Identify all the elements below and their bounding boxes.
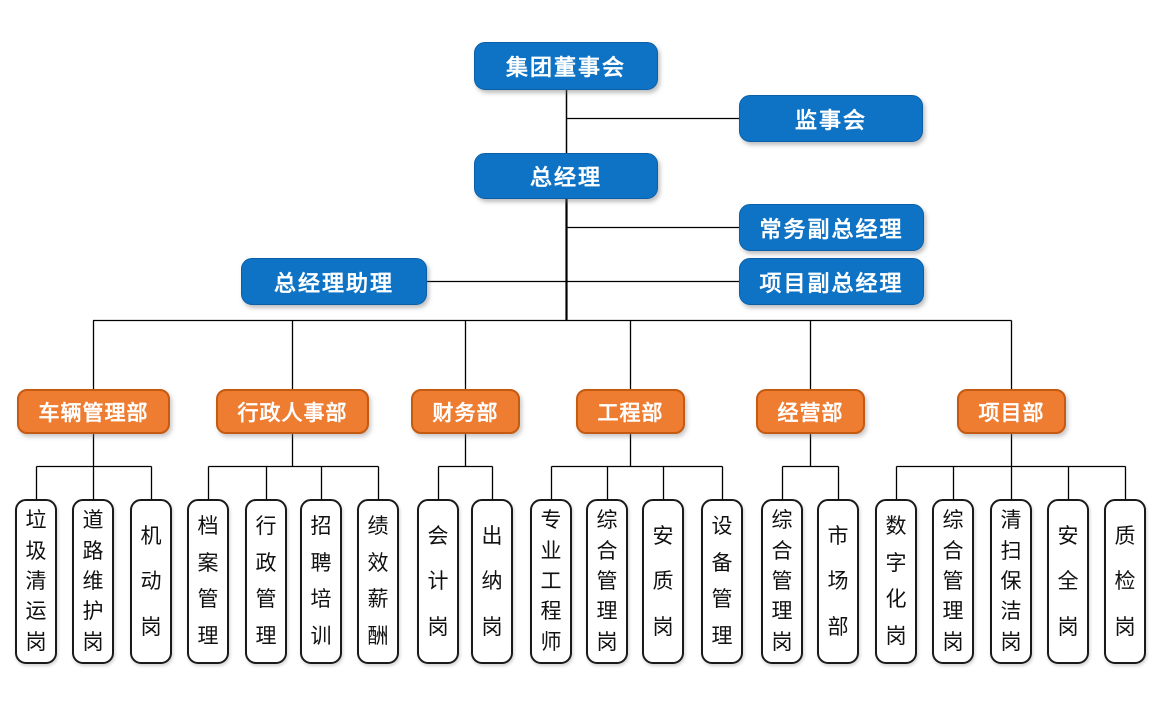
- position-label: 绩效薪酬: [367, 515, 389, 648]
- node-supervisory-board-label: 监事会: [794, 107, 867, 133]
- position-label: 道路维护岗: [82, 509, 104, 654]
- dept-label: 车辆管理部: [38, 401, 149, 425]
- position-node: 质检岗: [1104, 499, 1146, 664]
- position-label: 数字化岗: [885, 515, 907, 648]
- position-label: 综合管理岗: [942, 509, 964, 654]
- position-node: 会计岗: [417, 499, 459, 664]
- position-node: 绩效薪酬: [357, 499, 399, 664]
- position-label: 安全岗: [1057, 524, 1079, 639]
- dept-label: 经营部: [777, 401, 844, 425]
- position-label: 档案管理: [197, 515, 219, 648]
- dept-node-vehicle-management: 车辆管理部: [17, 389, 170, 434]
- position-node: 垃圾清运岗: [15, 499, 57, 664]
- position-label: 综合管理岗: [596, 509, 618, 654]
- position-label: 设备管理: [711, 515, 733, 648]
- position-label: 行政管理: [255, 515, 277, 648]
- position-label: 出纳岗: [481, 524, 503, 639]
- dept-label: 行政人事部: [237, 401, 348, 425]
- node-project-deputy-gm-label: 项目副总经理: [759, 270, 904, 296]
- position-node: 设备管理: [701, 499, 743, 664]
- dept-node-finance: 财务部: [411, 389, 520, 434]
- node-board: 集团董事会: [474, 42, 658, 90]
- position-node: 招聘培训: [300, 499, 342, 664]
- position-label: 垃圾清运岗: [25, 509, 47, 654]
- node-general-manager-label: 总经理: [529, 165, 602, 190]
- dept-node-admin-hr: 行政人事部: [216, 389, 369, 434]
- position-node: 数字化岗: [875, 499, 917, 664]
- position-label: 市场部: [827, 524, 849, 639]
- position-node: 综合管理岗: [761, 499, 803, 664]
- position-label: 综合管理岗: [771, 509, 793, 654]
- position-node: 出纳岗: [471, 499, 513, 664]
- position-node: 综合管理岗: [932, 499, 974, 664]
- dept-node-engineering: 工程部: [576, 389, 685, 434]
- position-node: 行政管理: [245, 499, 287, 664]
- position-node: 综合管理岗: [586, 499, 628, 664]
- position-node: 安质岗: [642, 499, 684, 664]
- position-node: 市场部: [817, 499, 859, 664]
- dept-label: 工程部: [597, 401, 664, 425]
- position-label: 招聘培训: [310, 515, 332, 648]
- node-general-manager: 总经理: [474, 153, 658, 199]
- dept-label: 财务部: [432, 401, 499, 425]
- node-gm-assistant-label: 总经理助理: [273, 270, 394, 296]
- position-node: 机动岗: [130, 499, 172, 664]
- dept-node-project: 项目部: [957, 389, 1066, 434]
- node-executive-deputy-gm: 常务副总经理: [739, 204, 924, 251]
- position-node: 档案管理: [187, 499, 229, 664]
- node-project-deputy-gm: 项目副总经理: [739, 258, 924, 305]
- position-label: 专业工程师: [540, 509, 562, 654]
- dept-node-operations: 经营部: [756, 389, 865, 434]
- position-node: 清扫保洁岗: [990, 499, 1032, 664]
- position-label: 质检岗: [1114, 524, 1136, 639]
- position-label: 清扫保洁岗: [1000, 509, 1022, 654]
- position-label: 机动岗: [140, 524, 162, 639]
- position-label: 安质岗: [652, 524, 674, 639]
- position-node: 专业工程师: [530, 499, 572, 664]
- node-board-label: 集团董事会: [505, 55, 626, 80]
- node-supervisory-board: 监事会: [739, 95, 923, 142]
- dept-label: 项目部: [978, 401, 1045, 425]
- position-node: 道路维护岗: [72, 499, 114, 664]
- node-gm-assistant: 总经理助理: [241, 258, 427, 305]
- node-executive-deputy-gm-label: 常务副总经理: [759, 216, 904, 242]
- position-label: 会计岗: [427, 524, 449, 639]
- position-node: 安全岗: [1047, 499, 1089, 664]
